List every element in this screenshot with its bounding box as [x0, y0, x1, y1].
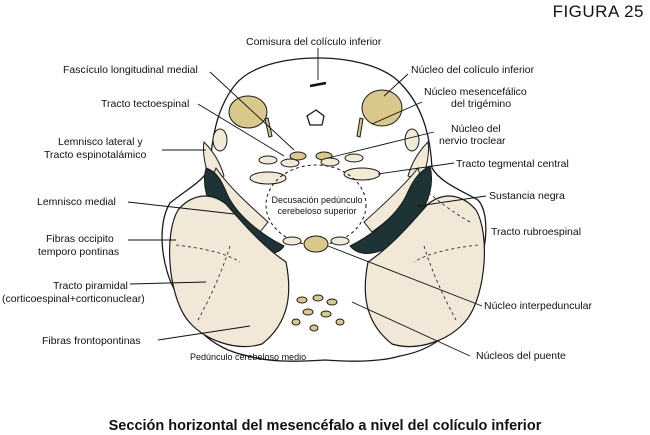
interpeduncular-right-adjunct	[330, 236, 350, 246]
cerebral-peduncle-left	[169, 195, 290, 348]
label-sustancia-negra: Sustancia negra	[489, 190, 565, 202]
label-decusacion-1: Decusación pedúnculo	[271, 195, 363, 205]
label-comisura: Comisura del colículo inferior	[246, 36, 382, 48]
label-nucleo-mesencefalico-1: Núcleo mesencefálico	[424, 86, 527, 98]
central-tegmental-right	[343, 167, 381, 181]
label-fibras-occipito-2: temporo pontinas	[38, 246, 120, 258]
label-fibras-occipito-1: Fibras occipito	[46, 233, 114, 245]
lateral-lemniscus-right	[404, 128, 420, 152]
figure-caption: Sección horizontal del mesencéfalo a niv…	[108, 418, 542, 434]
label-nucleos-puente: Núcleos del puente	[476, 350, 566, 362]
mesencephalic-trigeminal-left	[264, 117, 273, 138]
interpeduncular-nucleus	[303, 235, 329, 253]
peduncle-division-left-2	[197, 245, 231, 321]
mlf-nucleus-left	[289, 151, 307, 161]
peduncle-division-left-1	[175, 244, 241, 263]
label-nucleo-mesencefalico-2: del trigémino	[451, 98, 512, 110]
trochlear-nucleus-right	[320, 157, 340, 167]
leader-lines	[127, 48, 487, 357]
label-nucleo-interpeduncular: Núcleo interpeduncular	[484, 300, 592, 312]
label-tracto-rubroespinal: Tracto rubroespinal	[491, 226, 582, 238]
tectospinal-nucleus-left	[258, 155, 278, 165]
pontine-nuclei	[291, 294, 345, 332]
central-tegmental-left	[249, 171, 287, 185]
label-tracto-piramidal-1: Tracto piramidal	[53, 280, 128, 292]
peduncle-division-right-2	[423, 245, 457, 321]
label-nucleo-troclear-1: Núcleo del	[451, 123, 501, 135]
label-nucleo-coliculo: Núcleo del colículo inferior	[411, 64, 535, 76]
inferior-colliculus-nucleus-right	[361, 89, 403, 127]
label-lemnisco-medial: Lemnisco medial	[37, 196, 116, 208]
label-tectoespinal: Tracto tectoespinal	[101, 98, 190, 110]
label-lemnisco-lateral-1: Lemnisco lateral y	[58, 136, 143, 148]
label-decusacion-2: cerebeloso superior	[277, 206, 357, 216]
cerebral-peduncle-right	[364, 195, 485, 348]
decussation-circle	[265, 164, 367, 246]
trochlear-nucleus-left	[280, 158, 300, 168]
label-fasciculo: Fascículo longitudinal medial	[63, 64, 198, 76]
peduncle-division-right-1	[413, 244, 479, 263]
mesencephalic-trigeminal-right	[356, 117, 364, 138]
lateral-lemniscus-left	[212, 128, 228, 152]
figure-label: FIGURA 25	[552, 2, 644, 21]
label-nucleo-troclear-2: nervio troclear	[439, 135, 506, 147]
label-lemnisco-lateral-2: Tracto espinotalámico	[44, 149, 147, 161]
cerebral-aqueduct	[306, 109, 325, 126]
label-fibras-frontopontinas: Fibras frontopontinas	[42, 335, 141, 347]
label-tracto-piramidal-2: (corticoespinal+corticonuclear)	[2, 293, 145, 305]
inferior-colliculus-nucleus-left	[228, 95, 268, 129]
label-tracto-tegmental: Tracto tegmental central	[456, 158, 569, 170]
commissure-mark	[309, 81, 327, 88]
tectospinal-nucleus-right	[344, 153, 364, 163]
label-pedunculo: Pedúnculo cerebeloso medio	[190, 352, 307, 362]
interpeduncular-left-adjunct	[282, 236, 302, 246]
